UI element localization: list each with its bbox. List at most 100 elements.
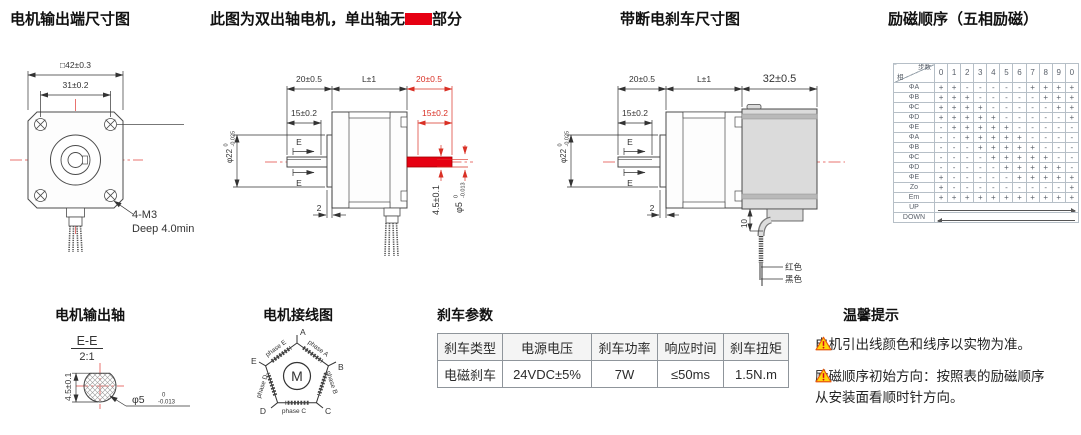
- motor-body: [326, 111, 408, 209]
- step-value-cell: +: [1025, 192, 1040, 203]
- step-value-cell: -: [1025, 132, 1040, 143]
- step-value-cell: +: [1012, 192, 1027, 203]
- step-value-cell: -: [1038, 112, 1053, 123]
- excitation-row: ΦC----+++++--: [893, 152, 1080, 163]
- step-value-cell: -: [1064, 152, 1080, 163]
- dim-dia-label: φ5: [132, 394, 145, 406]
- title-excitation: 励磁顺序（五相励磁）: [888, 11, 1039, 28]
- terminal-a-label: A: [300, 327, 306, 337]
- dim-front-shaft-label: 20±0.5: [629, 74, 655, 84]
- brake-param-header: 电源电压: [502, 333, 592, 361]
- excitation-row: ΦD-----+++++-: [893, 162, 1080, 173]
- side-view-drawing: 20±0.5 L±1 20±0.5 15±0.2 15±0.2 φ22 0 -0…: [224, 74, 473, 257]
- step-value-cell: -: [1012, 82, 1027, 93]
- step-value-cell: +: [999, 162, 1014, 173]
- motor-symbol-label: M: [291, 368, 303, 384]
- dim-flat-height: 4.5±0.1: [63, 372, 98, 403]
- step-value-cell: +: [947, 102, 962, 113]
- section-name-label: E-E: [77, 334, 98, 348]
- dim-rear-flat-label: 15±0.2: [422, 108, 448, 118]
- dia-tol-low: -0.013: [158, 400, 176, 406]
- thread-note-line2: Deep 4.0min: [132, 223, 194, 235]
- step-value-cell: -: [973, 182, 988, 193]
- front-view-drawing: □42±0.3 31±0.2 4-M3 Deep 4.0min: [10, 60, 194, 253]
- step-value-cell: -: [1064, 162, 1080, 173]
- step-value-cell: -: [960, 152, 975, 163]
- step-value-cell: -: [947, 172, 962, 183]
- step-value-cell: -: [1038, 102, 1053, 113]
- phase-label-cell: ΦC: [893, 102, 935, 113]
- dim-pilot-label: φ22: [225, 148, 234, 163]
- step-value-cell: -: [999, 172, 1014, 183]
- step-value-cell: +: [933, 112, 949, 123]
- step-value-cell: -: [1025, 92, 1040, 103]
- step-header-cell: 6: [1012, 63, 1027, 83]
- phase-label-cell: Zo: [893, 182, 935, 193]
- step-value-cell: -: [1051, 112, 1066, 123]
- shaft-section-title: 电机输出轴: [55, 307, 125, 323]
- dim-hole-spacing-31: 31±0.2: [40, 80, 111, 117]
- step-value-cell: -: [1025, 182, 1040, 193]
- dual-note-pre: 此图为双出轴电机，单出轴无: [210, 11, 406, 28]
- step-value-cell: -: [1051, 122, 1066, 133]
- step-value-cell: +: [1038, 82, 1053, 93]
- direction-arrow: [938, 207, 1076, 212]
- excitation-row: ΦB---+++++---: [893, 142, 1080, 153]
- step-value-cell: +: [1025, 152, 1040, 163]
- phase-label-cell: ΦD: [893, 162, 935, 173]
- warning-icon: [815, 368, 832, 383]
- step-value-cell: +: [1064, 112, 1080, 123]
- phase-label-cell: ΦD: [893, 112, 935, 123]
- phase-label-cell: ΦA: [893, 132, 935, 143]
- step-value-cell: +: [960, 132, 975, 143]
- warning-icon: [815, 336, 832, 351]
- step-value-cell: +: [1064, 172, 1080, 183]
- dim-rear-flat: 15±0.2: [417, 108, 453, 155]
- direction-label-cell: UP: [893, 202, 935, 213]
- pilot-tol-low: -0.025: [565, 131, 571, 147]
- pilot-and-shaft-circles: [50, 134, 101, 186]
- step-value-cell: -: [933, 132, 949, 143]
- step-value-cell: +: [1025, 162, 1040, 173]
- section-mark-bottom: E: [296, 178, 302, 188]
- brake-param-header: 响应时间: [657, 333, 724, 361]
- step-value-cell: -: [947, 152, 962, 163]
- phase-label-cell: ΦE: [893, 172, 935, 183]
- tip-text-2: 励磁顺序初始方向：按照表的励磁顺序 从安装面看顺时针方向。: [815, 369, 1045, 405]
- brake-param-header: 刹车类型: [437, 333, 503, 361]
- shaft-tol-low: -0.013: [461, 182, 467, 198]
- dim-wire-offset-label: 10: [740, 219, 749, 228]
- excitation-row: ΦB+++-----+++: [893, 92, 1080, 103]
- step-value-cell: -: [960, 82, 975, 93]
- dim-front-shaft-label: 20±0.5: [296, 74, 322, 84]
- step-value-cell: -: [1012, 92, 1027, 103]
- phase-c-label: phase C: [282, 408, 307, 415]
- step-value-cell: +: [986, 122, 1001, 133]
- excitation-corner-cell: 步数 相: [893, 63, 935, 83]
- step-value-cell: -: [986, 162, 1001, 173]
- step-value-cell: +: [999, 192, 1014, 203]
- step-value-cell: +: [973, 142, 988, 153]
- step-value-cell: +: [973, 192, 988, 203]
- brake-param-value: ≤50ms: [657, 360, 724, 388]
- step-value-cell: -: [1038, 122, 1053, 133]
- step-value-cell: -: [1012, 112, 1027, 123]
- step-value-cell: +: [973, 122, 988, 133]
- title-dual-shaft-note: 此图为双出轴电机，单出轴无部分: [210, 8, 462, 29]
- step-value-cell: -: [960, 162, 975, 173]
- step-value-cell: -: [947, 132, 962, 143]
- step-header-cell: 7: [1025, 63, 1040, 83]
- step-value-cell: -: [986, 182, 1001, 193]
- step-value-cell: +: [1051, 92, 1066, 103]
- step-value-cell: +: [960, 92, 975, 103]
- wiring-diagram: M A B C D E phase A phase B phase C phas…: [251, 327, 344, 416]
- direction-arrow-cell: [934, 202, 1079, 213]
- step-value-cell: +: [933, 82, 949, 93]
- brake-param-value: 7W: [591, 360, 658, 388]
- red-swatch: [405, 13, 433, 25]
- excitation-body: ΦA++-----++++ΦB+++-----+++ΦC++++-----++Φ…: [893, 82, 1080, 223]
- step-value-cell: +: [933, 92, 949, 103]
- step-value-cell: -: [947, 162, 962, 173]
